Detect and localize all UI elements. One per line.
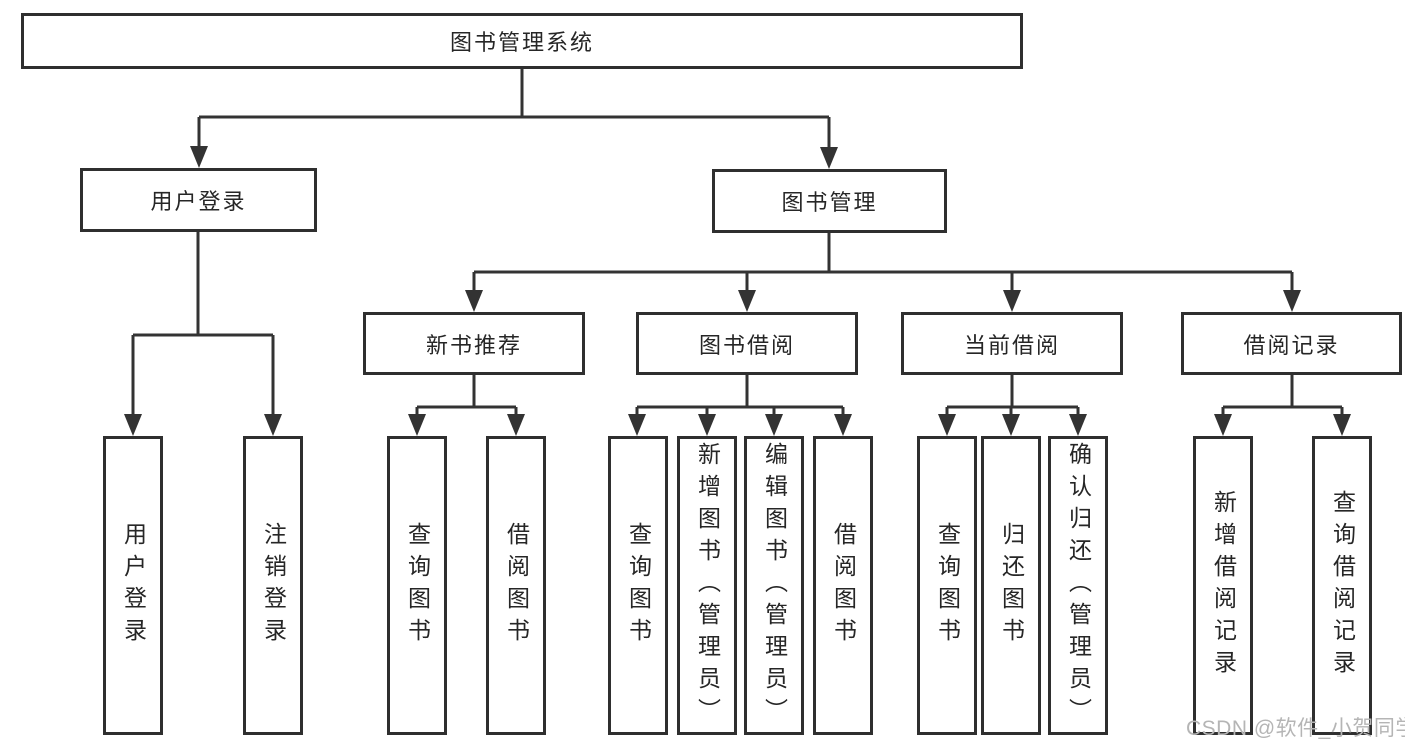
- leaf-label: 确认归还（管理员）: [1065, 441, 1092, 730]
- node-root-library-system: 图书管理系统: [21, 13, 1023, 69]
- leaf-recommend-borrow-books: 借阅图书: [486, 436, 546, 735]
- leaf-label: 借阅图书: [503, 521, 530, 650]
- node-user-login: 用户登录: [80, 168, 317, 232]
- leaf-label: 查询借阅记录: [1329, 489, 1356, 682]
- leaf-records-query-record: 查询借阅记录: [1312, 436, 1372, 735]
- node-borrow-records: 借阅记录: [1181, 312, 1402, 375]
- leaf-label: 注销登录: [260, 521, 287, 650]
- leaf-current-return-books: 归还图书: [981, 436, 1041, 735]
- leaf-label: 归还图书: [998, 521, 1025, 650]
- leaf-label: 借阅图书: [830, 521, 857, 650]
- leaf-label: 查询图书: [404, 521, 431, 650]
- leaf-label: 编辑图书（管理员）: [761, 441, 788, 730]
- node-label: 借阅记录: [1243, 332, 1340, 358]
- leaf-current-query-books: 查询图书: [917, 436, 977, 735]
- node-label: 用户登录: [150, 189, 247, 214]
- leaf-current-confirm-return-admin: 确认归还（管理员）: [1048, 436, 1108, 735]
- arrowheads: [124, 146, 1351, 436]
- node-new-book-recommend: 新书推荐: [363, 312, 585, 375]
- node-label: 新书推荐: [425, 332, 522, 358]
- leaf-user-login: 用户登录: [103, 436, 163, 735]
- leaf-label: 查询图书: [625, 521, 652, 650]
- node-current-borrow: 当前借阅: [901, 312, 1123, 375]
- leaf-label: 新增借阅记录: [1210, 489, 1237, 682]
- node-label: 图书管理系统: [449, 30, 594, 55]
- leaf-borrow-borrow-books: 借阅图书: [813, 436, 873, 735]
- node-label: 图书借阅: [698, 332, 795, 358]
- leaf-recommend-query-books: 查询图书: [387, 436, 447, 735]
- node-label: 图书管理: [781, 190, 878, 215]
- leaf-label: 用户登录: [120, 521, 147, 650]
- leaf-borrow-add-books-admin: 新增图书（管理员）: [677, 436, 737, 735]
- csdn-watermark: CSDN @软件_小贺同学: [1186, 717, 1405, 740]
- leaf-label: 查询图书: [934, 521, 961, 650]
- leaf-borrow-query-books: 查询图书: [608, 436, 668, 735]
- leaf-records-add-record: 新增借阅记录: [1193, 436, 1253, 735]
- node-book-borrow: 图书借阅: [636, 312, 858, 375]
- leaf-logout: 注销登录: [243, 436, 303, 735]
- node-book-management: 图书管理: [712, 169, 947, 233]
- leaf-label: 新增图书（管理员）: [694, 441, 721, 730]
- node-label: 当前借阅: [963, 332, 1060, 358]
- leaf-borrow-edit-books-admin: 编辑图书（管理员）: [744, 436, 804, 735]
